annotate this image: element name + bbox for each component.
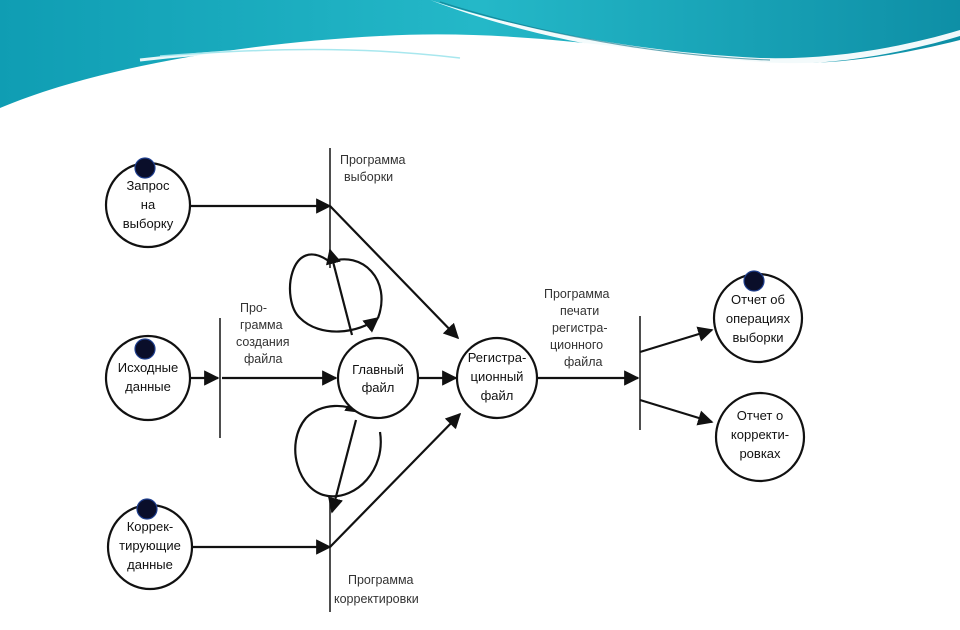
header-wave-swoosh: [430, 0, 960, 65]
header-wave-fill: [0, 0, 960, 108]
label-prog-correction-line-2: корректировки: [334, 592, 419, 606]
node-reg-file-line-2: ционный: [471, 369, 524, 384]
node-main-file-line-2: файл: [362, 380, 395, 395]
node-correcting-line-3: данные: [127, 557, 173, 572]
label-prog-create-line-2: грамма: [240, 318, 283, 332]
label-prog-print-line-3: регистра-: [552, 321, 608, 335]
label-prog-selection: Программа выборки: [340, 153, 406, 184]
node-source: Исходные данные: [104, 334, 192, 422]
node-correcting: Коррек- тирующие данные: [106, 503, 194, 591]
label-prog-correction-line-1: Программа: [348, 573, 414, 587]
marker-dot-correcting: [136, 498, 158, 520]
header-wave-highlight-2: [159, 48, 461, 59]
label-prog-create-line-1: Про-: [240, 301, 267, 315]
node-correcting-line-2: тирующие: [119, 538, 181, 553]
label-prog-print-line-2: печати: [560, 304, 599, 318]
label-prog-correction: Программа корректировки: [334, 573, 419, 606]
node-main-file: Главный файл: [336, 336, 420, 420]
node-query-line-2: на: [141, 197, 156, 212]
node-source-line-2: данные: [125, 379, 171, 394]
label-prog-create: Про- грамма создания файла: [236, 301, 290, 366]
loop-upper-return: [329, 258, 383, 319]
node-reg-file: Регистра- ционный файл: [455, 336, 539, 420]
node-report-corrections-line-3: ровках: [739, 446, 781, 461]
node-report-selection: Отчет об операциях выборки: [712, 272, 804, 364]
label-prog-create-line-4: файла: [244, 352, 283, 366]
node-correcting-line-1: Коррек-: [127, 519, 174, 534]
edge-correction-to-reg: [329, 412, 462, 548]
node-report-corrections: Отчет о корректи- ровках: [714, 391, 806, 483]
node-query-line-3: выборку: [123, 216, 174, 231]
header-wave-decoration: [0, 0, 960, 108]
node-report-corrections-line-2: корректи-: [731, 427, 789, 442]
edge-print-to-report-corrections: [639, 398, 714, 426]
header-wave-swoosh-line: [439, 1, 771, 61]
node-report-corrections-line-1: Отчет о: [737, 408, 783, 423]
node-main-file-line-1: Главный: [352, 362, 404, 377]
label-prog-print: Программа печати регистра- ционного файл…: [544, 287, 610, 369]
edge-main-to-correction: [328, 419, 358, 514]
node-report-selection-line-1: Отчет об: [731, 292, 785, 307]
node-source-line-1: Исходные: [118, 360, 178, 375]
label-prog-print-line-4: ционного: [550, 338, 603, 352]
marker-dot-report: [743, 270, 765, 292]
label-prog-selection-line-1: Программа: [340, 153, 406, 167]
node-report-selection-line-3: выборки: [732, 330, 783, 345]
loop-upper: [288, 253, 380, 333]
label-prog-print-line-1: Программа: [544, 287, 610, 301]
loop-lower: [294, 397, 382, 498]
label-prog-selection-line-2: выборки: [344, 170, 393, 184]
edge-selection-to-reg: [329, 205, 460, 340]
marker-dot-query: [134, 157, 156, 179]
edge-main-to-selection: [326, 248, 354, 336]
label-prog-create-line-3: создания: [236, 335, 290, 349]
edge-print-to-report-selection: [639, 326, 714, 354]
node-reg-file-line-1: Регистра-: [468, 350, 527, 365]
node-reg-file-line-3: файл: [481, 388, 514, 403]
marker-dot-source: [134, 338, 156, 360]
node-report-selection-line-2: операциях: [726, 311, 791, 326]
node-query-line-1: Запрос: [126, 178, 170, 193]
label-prog-print-line-5: файла: [564, 355, 603, 369]
